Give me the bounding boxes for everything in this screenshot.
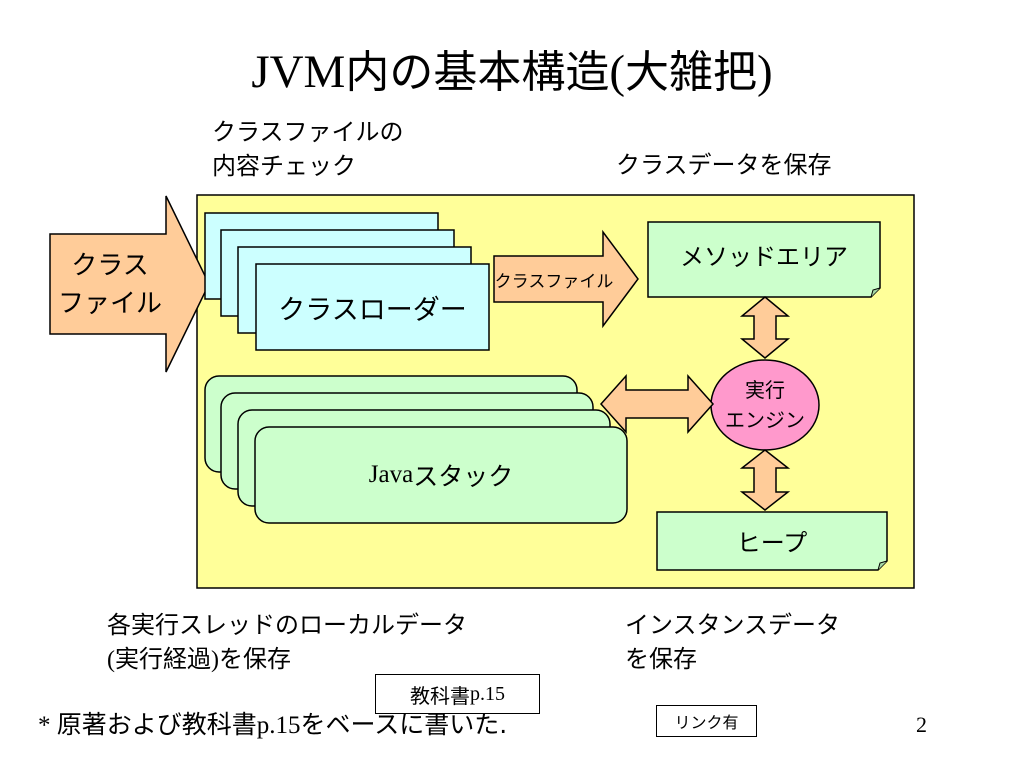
heap-label: ヒープ	[736, 528, 808, 557]
method-engine-double-arrow	[739, 296, 791, 359]
title-paren-open: (	[609, 46, 626, 98]
slide-title: JVM内の基本構造(大雑把)	[0, 40, 1024, 105]
check-caption-line1: クラスファイルの	[212, 118, 404, 146]
stack-engine-double-arrow	[599, 374, 715, 434]
class-loader-card	[255, 263, 490, 351]
page-number: 2	[916, 712, 927, 737]
footer-note: * 原著および教科書p.15をベースに書いた.	[38, 708, 507, 743]
title-paren-word: 大雑把	[625, 47, 758, 98]
method-area-fold	[870, 287, 881, 298]
thread-caption-paren: (実行経過)	[107, 647, 219, 673]
thread-caption-line1: 各実行スレッドのローカルデータ	[107, 611, 467, 639]
java-stack-label-jp: スタック	[413, 462, 514, 491]
textbook-box-jp: 教科書	[410, 683, 470, 708]
footer-note-page: p.15	[256, 712, 301, 739]
heap-fold	[877, 560, 888, 571]
engine-label-line2: エンジン	[725, 408, 805, 432]
instance-caption-line1: インスタンスデータ	[625, 611, 841, 639]
engine-heap-double-arrow	[739, 449, 791, 511]
input-class-file-arrow	[49, 195, 210, 373]
thread-caption-rest: を保存	[218, 645, 291, 673]
input-arrow-line1: クラス	[71, 251, 149, 281]
class-file-arrow	[493, 229, 639, 329]
thread-caption-line2: (実行経過)を保存	[107, 642, 467, 677]
footer-note-star: *	[38, 712, 57, 739]
thread-data-caption: 各実行スレッドのローカルデータ (実行経過)を保存	[107, 608, 467, 677]
class-file-arrow-label: クラスファイル	[494, 271, 614, 292]
engine-label-line1: 実行	[745, 378, 785, 402]
footer-note-jp2: をベースに書いた.	[300, 710, 508, 739]
title-paren-close: )	[757, 46, 773, 98]
input-arrow-label: クラス ファイル	[50, 240, 170, 330]
check-caption-line2: 内容チェック	[212, 152, 356, 180]
class-loader-stack	[204, 212, 490, 351]
title-jp: 内の基本構造	[345, 47, 610, 98]
method-area-label: メソッドエリア	[680, 242, 848, 271]
footer-note-jp1: 原著および教科書	[56, 710, 257, 739]
execution-engine-label: 実行 エンジン	[711, 370, 819, 440]
title-latin: JVM	[251, 46, 346, 98]
textbook-box-page: p.15	[470, 682, 505, 705]
textbook-page-box: 教科書 p.15	[375, 674, 540, 714]
save-class-data-caption: クラスデータを保存	[616, 151, 832, 179]
class-loader-label: クラスローダー	[278, 294, 467, 326]
instance-data-caption: インスタンスデータ を保存	[625, 608, 840, 676]
java-stack-card	[254, 426, 628, 524]
instance-caption-line2: を保存	[625, 645, 697, 673]
java-stack-stack	[204, 375, 628, 524]
java-stack-label-latin: Java	[368, 461, 414, 488]
input-arrow-line2: ファイル	[57, 289, 162, 319]
link-button[interactable]: リンク有	[656, 705, 757, 737]
class-file-check-caption: クラスファイルの 内容チェック	[212, 115, 404, 183]
